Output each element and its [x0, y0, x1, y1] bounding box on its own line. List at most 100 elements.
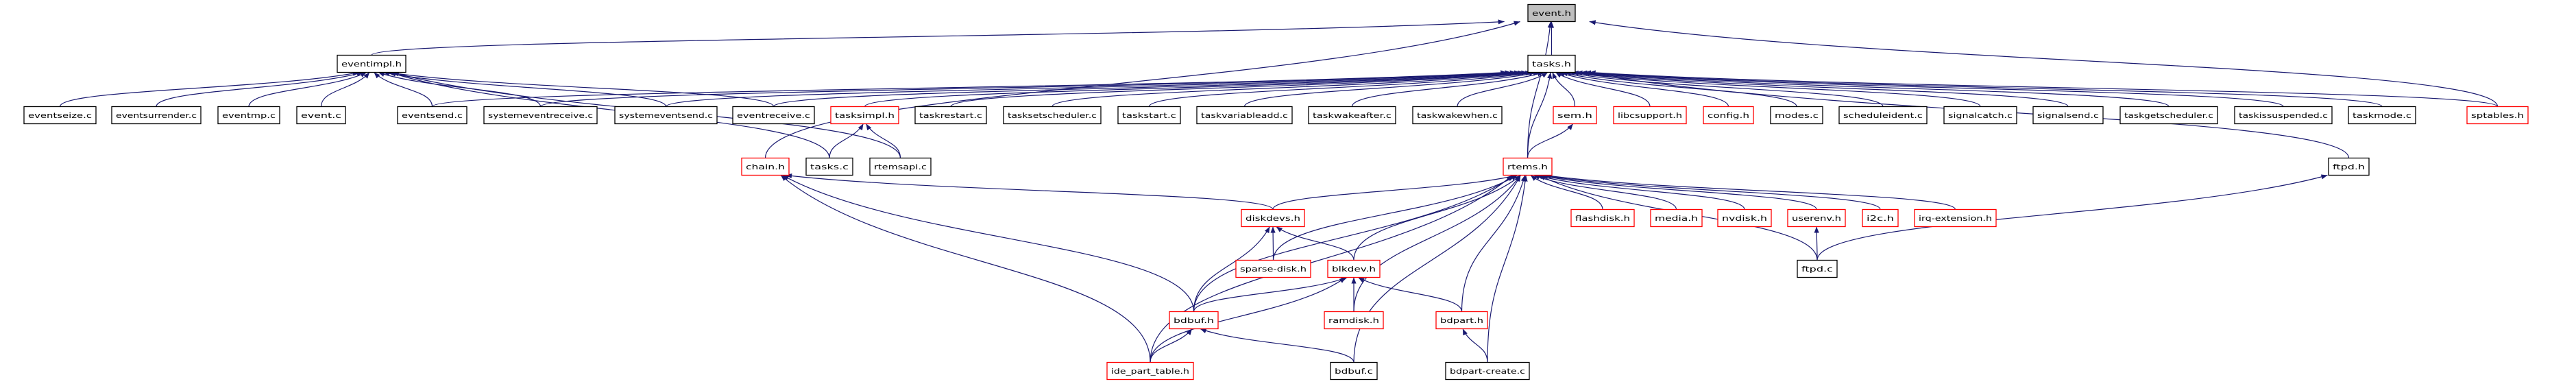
- edge-taskmode_c-to-tasks_h: [1584, 70, 2383, 108]
- edge-nvdisk_h-to-rtems_h: [1536, 174, 1745, 210]
- node-nvdisk_h[interactable]: nvdisk.h: [1717, 208, 1772, 228]
- edge-eventsend_c-to-tasks_h: [431, 70, 1507, 108]
- node-box: [2328, 157, 2370, 176]
- node-taskrestart_c[interactable]: taskrestart.c: [914, 106, 987, 125]
- node-label: signalsend.c: [2037, 111, 2099, 120]
- node-blkdev_h[interactable]: blkdev.h: [1327, 259, 1381, 278]
- edge-userenv_h-to-rtems_h: [1539, 173, 1817, 210]
- node-taskwakeafter_c[interactable]: taskwakeafter.c: [1308, 106, 1396, 125]
- node-flashdisk_h[interactable]: flashdisk.h: [1570, 208, 1635, 228]
- node-tasksetscheduler_c[interactable]: tasksetscheduler.c: [1003, 106, 1102, 125]
- edge-config_h-to-tasks_h: [1558, 71, 1729, 107]
- node-taskgetscheduler_c[interactable]: taskgetscheduler.c: [2119, 106, 2218, 125]
- node-label: eventimpl.h: [341, 60, 402, 69]
- node-ramdisk_h[interactable]: ramdisk.h: [1324, 311, 1384, 330]
- node-label: bdbuf.c: [1335, 367, 1373, 376]
- node-box: [111, 106, 202, 125]
- edge-bdbuf_h-to-rtems_h: [1193, 175, 1515, 312]
- node-label: ramdisk.h: [1328, 316, 1379, 325]
- node-label: ide_part_table.h: [1111, 367, 1189, 376]
- node-i2c_h[interactable]: i2c.h: [1862, 208, 1899, 228]
- node-modes_c[interactable]: modes.c: [1770, 106, 1823, 125]
- edge-chain_h-to-event_h: [764, 21, 1520, 158]
- node-label: diskdevs.h: [1246, 214, 1300, 223]
- node-taskvariableadd_c[interactable]: taskvariableadd.c: [1196, 106, 1293, 125]
- edge-eventreceive_c-to-tasks_h: [773, 70, 1521, 108]
- node-rtems_h[interactable]: rtems.h: [1503, 157, 1553, 176]
- node-box: [614, 106, 718, 125]
- node-eventreceive_c[interactable]: eventreceive.c: [732, 106, 815, 125]
- node-label: ftpd.c: [1801, 265, 1833, 274]
- node-ide_part_table_h[interactable]: ide_part_table.h: [1106, 361, 1194, 381]
- node-label: bdbuf.h: [1174, 316, 1214, 325]
- node-systemeventsend_c[interactable]: systemeventsend.c: [614, 106, 718, 125]
- node-taskstart_c[interactable]: taskstart.c: [1117, 106, 1181, 125]
- node-box: [1838, 106, 1928, 125]
- node-event_h[interactable]: event.h: [1527, 3, 1576, 23]
- node-sptables_h[interactable]: sptables.h: [2466, 106, 2529, 125]
- node-ftpd_h[interactable]: ftpd.h: [2328, 157, 2370, 176]
- node-signalcatch_c[interactable]: signalcatch.c: [1943, 106, 2017, 125]
- edge-taskvariableadd_c-to-tasks_h: [1243, 71, 1540, 107]
- node-box: [1117, 106, 1181, 125]
- node-ftpd_c[interactable]: ftpd.c: [1797, 259, 1838, 278]
- node-taskwakewhen_c[interactable]: taskwakewhen.c: [1412, 106, 1503, 125]
- node-userenv_h[interactable]: userenv.h: [1787, 208, 1846, 228]
- node-label: bdpart-create.c: [1450, 367, 1525, 376]
- node-config_h[interactable]: config.h: [1703, 106, 1754, 125]
- node-taskmode_c[interactable]: taskmode.c: [2348, 106, 2416, 125]
- edge-bdbuf_h-to-chain_h: [782, 174, 1195, 312]
- node-box: [397, 106, 467, 125]
- node-irq_extension_h[interactable]: irq-extension.h: [1914, 208, 1997, 228]
- node-bdbuf_c[interactable]: bdbuf.c: [1330, 361, 1378, 381]
- node-box: [1553, 106, 1597, 125]
- node-tasks_h[interactable]: tasks.h: [1527, 54, 1576, 73]
- edge-bdbuf_h-to-blkdev_h: [1193, 276, 1348, 312]
- node-box: [1003, 106, 1102, 125]
- node-libcsupport_h[interactable]: libcsupport.h: [1613, 106, 1687, 125]
- edge-ide_part_table_h-to-bdbuf_h: [1150, 328, 1193, 363]
- node-diskdevs_h[interactable]: diskdevs.h: [1241, 208, 1305, 228]
- node-box: [1324, 311, 1384, 330]
- node-bdpart_create_c[interactable]: bdpart-create.c: [1445, 361, 1530, 381]
- node-eventimpl_h[interactable]: eventimpl.h: [337, 54, 406, 73]
- node-scheduleident_c[interactable]: scheduleident.c: [1838, 106, 1928, 125]
- edge-taskissuspended_c-to-tasks_h: [1581, 70, 2284, 108]
- node-label: eventreceive.c: [737, 111, 810, 120]
- node-label: tasks.h: [1532, 60, 1571, 69]
- node-eventseize_c[interactable]: eventseize.c: [23, 106, 97, 125]
- node-label: sptables.h: [2471, 111, 2524, 120]
- edge-eventsurrender_c-to-eventimpl_h: [156, 71, 363, 107]
- node-bdpart_h[interactable]: bdpart.h: [1435, 311, 1488, 330]
- node-chain_h[interactable]: chain.h: [741, 157, 790, 176]
- node-media_h[interactable]: media.h: [1650, 208, 1703, 228]
- node-label: event.c: [301, 111, 341, 120]
- node-eventsend_c[interactable]: eventsend.c: [397, 106, 467, 125]
- node-box: [296, 106, 346, 125]
- edge-bdpart_create_c-to-rtems_h: [1487, 175, 1528, 363]
- node-tasksimpl_h[interactable]: tasksimpl.h: [830, 106, 899, 125]
- edge-taskgetscheduler_c-to-tasks_h: [1576, 70, 2170, 108]
- node-event_c[interactable]: event.c: [296, 106, 346, 125]
- edge-bdbuf_h-to-diskdevs_h: [1193, 226, 1270, 312]
- edge-event_c-to-eventimpl_h: [320, 72, 370, 107]
- edge-tasksetscheduler_c-to-tasks_h: [1052, 70, 1532, 107]
- node-systemeventreceive_c[interactable]: systemeventreceive.c: [483, 106, 598, 125]
- node-signalsend_c[interactable]: signalsend.c: [2032, 106, 2104, 125]
- node-box: [1241, 208, 1305, 228]
- node-rtemsapi_c[interactable]: rtemsapi.c: [869, 157, 932, 176]
- node-sem_h[interactable]: sem.h: [1553, 106, 1597, 125]
- node-eventsurrender_c[interactable]: eventsurrender.c: [111, 106, 202, 125]
- node-box: [1235, 259, 1311, 278]
- node-taskissuspended_c[interactable]: taskissuspended.c: [2234, 106, 2333, 125]
- node-label: chain.h: [746, 163, 785, 171]
- edge-rtems_h-to-tasks_h: [1527, 72, 1553, 158]
- node-eventmp_c[interactable]: eventmp.c: [217, 106, 280, 125]
- node-label: tasksimpl.h: [835, 111, 895, 120]
- node-bdbuf_h[interactable]: bdbuf.h: [1169, 311, 1219, 330]
- node-label: taskmode.c: [2353, 111, 2411, 120]
- node-tasks_c[interactable]: tasks.c: [805, 157, 853, 176]
- node-sparse_disk_h[interactable]: sparse-disk.h: [1235, 259, 1311, 278]
- node-box: [2348, 106, 2416, 125]
- node-label: libcsupport.h: [1618, 111, 1682, 120]
